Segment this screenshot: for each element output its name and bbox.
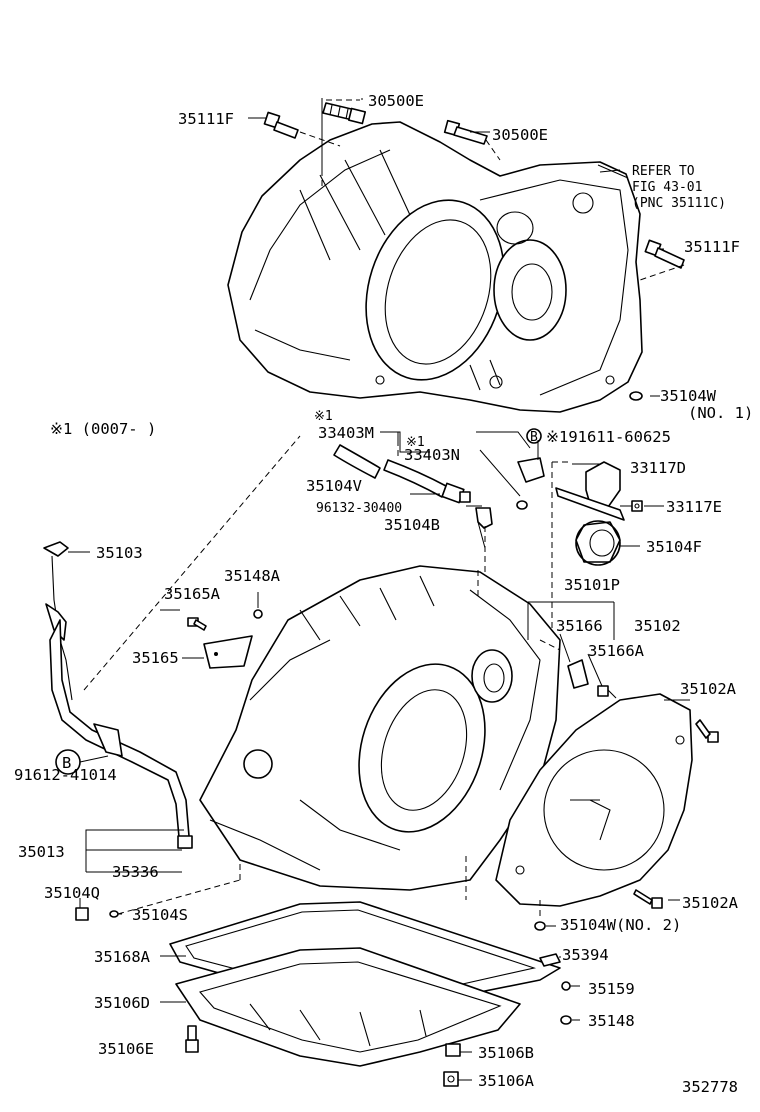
label-35104w-no2: 35104W(NO. 2) xyxy=(560,916,681,934)
label-96132: 96132-30400 xyxy=(316,501,402,516)
label-refer-pnc: (PNC 35111C) xyxy=(632,196,726,211)
label-refer-to: REFER TO xyxy=(632,164,695,179)
label-35104q: 35104Q xyxy=(44,884,100,902)
bolt-35102a-a-icon[interactable] xyxy=(695,719,719,743)
label-30500e-a: 30500E xyxy=(368,92,424,110)
label-35106a: 35106A xyxy=(478,1072,535,1090)
label-refer-fig: FIG 43-01 xyxy=(632,180,702,195)
b-marker-top-icon: B xyxy=(526,428,542,445)
label-35165a: 35165A xyxy=(164,585,221,603)
label-35106d: 35106D xyxy=(94,994,150,1012)
label-mark1-a: ※1 xyxy=(314,409,333,424)
label-35104w-no1: 35104W xyxy=(660,387,717,405)
label-35102: 35102 xyxy=(634,617,681,635)
bolt-35166a-icon[interactable] xyxy=(597,685,617,699)
oil-seal-35104f[interactable] xyxy=(575,520,621,566)
label-35336: 35336 xyxy=(112,863,159,881)
label-35101p: 35101P xyxy=(564,576,620,594)
bolt-30500e-b-icon[interactable] xyxy=(443,119,488,145)
gasket-35394-icon[interactable] xyxy=(539,953,561,967)
label-35159: 35159 xyxy=(588,980,635,998)
oil-cooler-hose-33403m[interactable] xyxy=(333,444,447,498)
side-cover-35102[interactable] xyxy=(495,693,693,907)
bolt-35106e-icon[interactable] xyxy=(185,1025,199,1053)
separator-plate-35165[interactable] xyxy=(203,635,253,669)
label-35102a-a: 35102A xyxy=(680,680,737,698)
label-35148a: 35148A xyxy=(224,567,281,585)
label-35103: 35103 xyxy=(96,544,143,562)
union-33403n[interactable] xyxy=(516,457,545,510)
bolt-35111f-a-icon[interactable] xyxy=(263,111,299,139)
drain-plug-35106a-icon[interactable] xyxy=(443,1071,459,1087)
plate-35166[interactable] xyxy=(567,659,589,689)
label-35166: 35166 xyxy=(556,617,603,635)
label-91612: 91612-41014 xyxy=(14,766,117,784)
oil-pan-35106d[interactable] xyxy=(175,947,521,1067)
label-no1: (NO. 1) xyxy=(688,404,753,422)
label-35168a: 35168A xyxy=(94,948,151,966)
bolt-30500e-a-icon[interactable] xyxy=(322,102,367,125)
b-marker-top-label: B xyxy=(530,430,538,445)
label-35104b: 35104B xyxy=(384,516,440,534)
bolt-33117e-icon[interactable] xyxy=(631,500,643,512)
transaxle-case-35101p[interactable] xyxy=(199,565,561,891)
b-marker-left-label: B xyxy=(62,754,71,772)
bolt-35165a-icon[interactable] xyxy=(187,617,207,631)
label-35104s: 35104S xyxy=(132,906,188,924)
plug-35104w-no2-icon[interactable] xyxy=(534,921,546,931)
label-mark1-b: ※1 xyxy=(406,435,425,450)
bolt-35111f-b-icon[interactable] xyxy=(644,239,685,269)
label-33117e: 33117E xyxy=(666,498,722,516)
label-30500e-b: 30500E xyxy=(492,126,548,144)
note-mark-1: ※1 (0007- ) xyxy=(50,420,156,438)
ring-35148-icon[interactable] xyxy=(560,1015,572,1025)
label-35394: 35394 xyxy=(562,946,609,964)
label-35013: 35013 xyxy=(18,843,65,861)
label-35104v: 35104V xyxy=(306,477,362,495)
union-fitting-96132[interactable] xyxy=(441,482,471,504)
label-35165: 35165 xyxy=(132,649,179,667)
label-35148: 35148 xyxy=(588,1012,635,1030)
magnet-35106b-icon[interactable] xyxy=(445,1043,461,1057)
label-35102a-b: 35102A xyxy=(682,894,739,912)
ring-35159-icon[interactable] xyxy=(561,981,571,991)
bolt-35102a-b-icon[interactable] xyxy=(633,889,663,909)
label-35104f: 35104F xyxy=(646,538,702,556)
label-33403n: 33403N xyxy=(404,446,460,464)
plug-35104q-icon[interactable] xyxy=(75,907,89,921)
label-33117d: 33117D xyxy=(630,459,686,477)
label-35111f-a: 35111F xyxy=(178,110,234,128)
label-35111f-b: 35111F xyxy=(684,238,740,256)
b-marker-left-icon: B xyxy=(55,749,81,775)
plug-35104w-no1-icon[interactable] xyxy=(629,391,643,401)
diagram-reference-number: 352778 xyxy=(682,1078,738,1096)
label-33403m: 33403M xyxy=(318,424,374,442)
transaxle-housing[interactable] xyxy=(227,121,643,413)
ring-35104s-icon[interactable] xyxy=(109,910,119,918)
label-35106e: 35106E xyxy=(98,1040,154,1058)
label-35106b: 35106B xyxy=(478,1044,534,1062)
nut-35148a-icon[interactable] xyxy=(253,609,263,619)
label-191611: ※191611-60625 xyxy=(546,428,671,446)
speed-sensor-33117d[interactable] xyxy=(555,461,625,521)
elbow-35104b[interactable] xyxy=(475,507,493,529)
label-35166a: 35166A xyxy=(588,642,645,660)
dipstick-tube-35013[interactable] xyxy=(49,619,193,849)
